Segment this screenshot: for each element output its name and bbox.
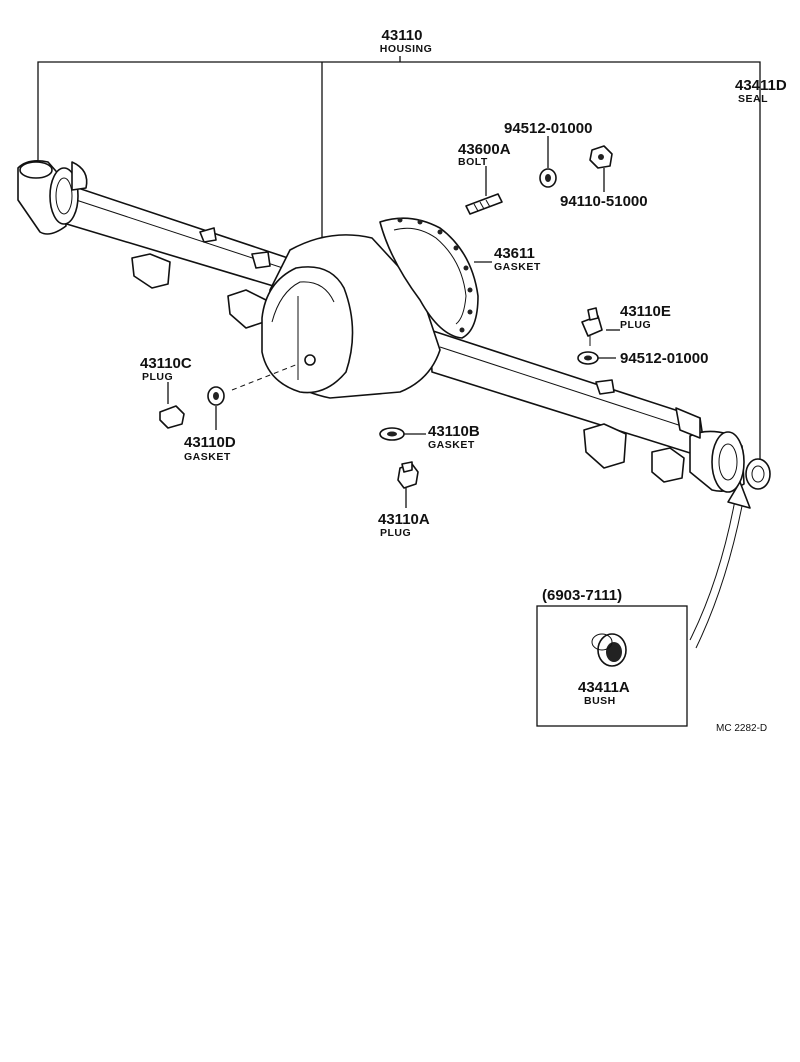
label-number: 43110E <box>620 303 671 320</box>
axle-housing <box>17 160 745 493</box>
label-washer-top: 94512-01000 <box>504 120 592 137</box>
spring-seat-right <box>583 423 627 469</box>
label-housing: 43110 HOUSING <box>380 27 433 55</box>
reference-code: MC 2282-D <box>716 723 767 734</box>
nut-94110-part <box>589 145 613 169</box>
label-nut: 94110-51000 <box>560 193 648 210</box>
label-number: 43600A <box>458 141 511 158</box>
label-caption: HOUSING <box>380 43 433 55</box>
seal-43411D-part <box>745 458 771 490</box>
label-caption: SEAL <box>738 93 768 105</box>
spring-seat-right-outer <box>651 447 685 483</box>
washer-94512-mid-part <box>577 351 599 365</box>
label-caption: BUSH <box>584 695 616 707</box>
label-plug-e: 43110E PLUG <box>620 303 671 331</box>
label-number: 43411D <box>735 77 787 94</box>
leader-lines <box>167 136 620 508</box>
carrier-face <box>261 266 354 394</box>
label-number: 43611 <box>494 245 535 262</box>
label-caption: BOLT <box>458 156 488 168</box>
label-number: 94512-01000 <box>620 350 708 367</box>
plug-43110C-part <box>159 405 185 429</box>
housing-leader <box>37 56 761 462</box>
plug-43110E-part <box>581 307 603 346</box>
inset-arrow <box>689 481 751 649</box>
label-caption: GASKET <box>494 261 541 273</box>
spring-seat-left-inner <box>227 289 267 329</box>
bush-43411A-part <box>591 633 627 667</box>
spring-seat-left <box>131 253 171 289</box>
cover-gasket-43611 <box>379 217 479 339</box>
label-number: 43110B <box>428 423 480 440</box>
label-caption: PLUG <box>620 319 651 331</box>
label-caption: GASKET <box>184 451 231 463</box>
label-number: 43110D <box>184 434 236 451</box>
label-gasket-d: 43110D GASKET <box>184 434 236 463</box>
plug-43110A-part <box>397 461 419 489</box>
label-caption: GASKET <box>428 439 475 451</box>
label-bolt: 43600A BOLT <box>458 141 511 168</box>
label-gasket-cover: 43611 GASKET <box>494 245 541 273</box>
bush-inset <box>536 605 688 727</box>
label-plug-a: 43110A PLUG <box>378 511 430 539</box>
label-number: 43110C <box>140 355 192 372</box>
label-inset-range: (6903-7111) <box>542 587 622 604</box>
gasket-43110D-part <box>207 386 225 406</box>
gasket-43110B-part <box>379 427 405 441</box>
inset-range-text: (6903-7111) <box>542 587 622 604</box>
label-caption: PLUG <box>380 527 411 539</box>
right-axle-flange <box>675 407 745 493</box>
label-number: 43411A <box>578 679 630 696</box>
label-seal: 43411D SEAL <box>735 77 787 105</box>
label-washer-mid: 94512-01000 <box>620 350 708 367</box>
label-number: 43110 <box>382 27 423 44</box>
filler-hole <box>304 354 316 366</box>
label-gasket-b: 43110B GASKET <box>428 423 480 451</box>
label-caption: PLUG <box>142 371 173 383</box>
washer-94512-top-part <box>539 168 557 188</box>
label-bush: 43411A BUSH <box>578 679 630 707</box>
left-axle-flange <box>17 160 88 235</box>
label-number: 94110-51000 <box>560 193 648 210</box>
label-number: 94512-01000 <box>504 120 592 137</box>
label-plug-c: 43110C PLUG <box>140 355 192 383</box>
bolt-43600A-part <box>465 193 503 215</box>
label-number: 43110A <box>378 511 430 528</box>
